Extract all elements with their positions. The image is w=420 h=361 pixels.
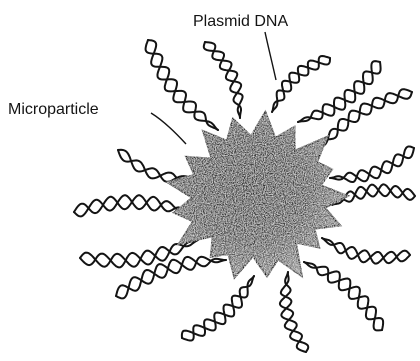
dna-strand xyxy=(182,276,254,341)
dna-helix-backbone xyxy=(298,62,381,122)
dna-strand xyxy=(318,89,412,150)
plasmid-dna-label: Plasmid DNA xyxy=(193,13,288,30)
dna-strand xyxy=(280,272,308,352)
dna-helix-backbone xyxy=(182,276,254,341)
dna-strand xyxy=(116,257,226,299)
dna-helix-backbone xyxy=(322,238,410,264)
dna-strand xyxy=(74,195,190,216)
plasmid-dna-leader-line xyxy=(265,32,276,80)
dna-strand xyxy=(298,61,381,122)
dna-strand xyxy=(322,238,410,264)
dna-strand xyxy=(118,150,194,182)
dna-helix-backbone xyxy=(318,89,412,150)
dna-strand xyxy=(204,42,243,118)
dna-helix-backbone xyxy=(116,257,226,299)
dna-strand xyxy=(304,262,383,330)
dna-helix-backbone xyxy=(304,262,383,330)
microparticle-label: Microparticle xyxy=(8,101,99,118)
microparticle-leader-line xyxy=(151,113,186,144)
dna-strand xyxy=(272,56,330,112)
dna-helix-backbone xyxy=(298,61,380,122)
dna-strand xyxy=(330,147,414,183)
dna-helix-backbone xyxy=(204,42,243,118)
microparticle-shape xyxy=(167,112,348,278)
dna-helix-backbone xyxy=(330,147,414,183)
